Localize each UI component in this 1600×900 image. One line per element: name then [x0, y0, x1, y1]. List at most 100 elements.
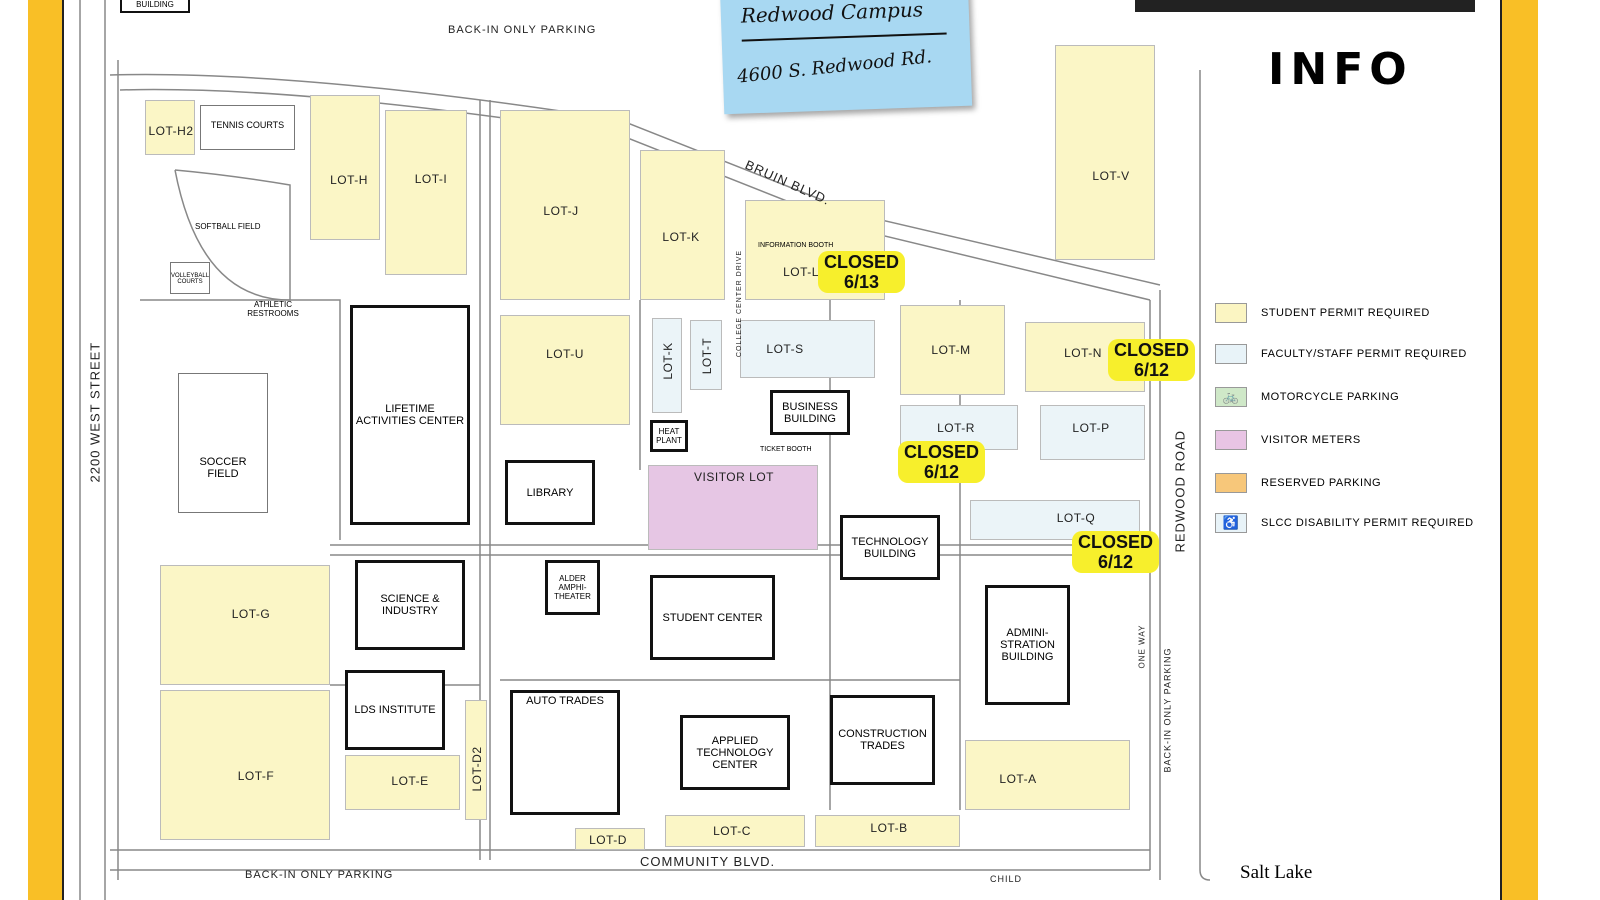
- legend-motorcycle: 🚲MOTORCYCLE PARKING: [1215, 387, 1399, 407]
- lot-label: LOT-B: [870, 821, 908, 835]
- legend-label: RESERVED PARKING: [1261, 477, 1382, 489]
- child-label: CHILD: [990, 874, 1023, 884]
- lot-label: LOT-R: [937, 421, 975, 435]
- lot-i[interactable]: LOT-I: [385, 110, 467, 275]
- auto-trades[interactable]: AUTO TRADES: [510, 690, 620, 815]
- legend-disability: ♿ SLCC DISABILITY PERMIT REQUIRED: [1215, 513, 1474, 533]
- legend-faculty: FACULTY/STAFF PERMIT REQUIRED: [1215, 344, 1467, 364]
- science-industry[interactable]: SCIENCE & INDUSTRY: [355, 560, 465, 650]
- lds-institute[interactable]: LDS INSTITUTE: [345, 670, 445, 750]
- lot-c[interactable]: LOT-C: [665, 815, 805, 847]
- lot-h2[interactable]: LOT-H2: [145, 100, 195, 155]
- wheelchair-icon: ♿: [1215, 513, 1247, 533]
- soccer-field: SOCCER FIELD: [178, 373, 268, 513]
- street-2200-west: 2200 WEST STREET: [87, 341, 103, 483]
- closure-status: CLOSED: [1078, 532, 1154, 552]
- business-building[interactable]: BUSINESS BUILDING: [770, 390, 850, 435]
- lot-label: LOT-I: [414, 172, 448, 186]
- administration-building[interactable]: ADMINI-STRATION BUILDING: [985, 585, 1070, 705]
- lot-label: LOT-L: [783, 265, 819, 279]
- legend-swatch: [1215, 344, 1247, 364]
- legend-label: SLCC DISABILITY PERMIT REQUIRED: [1261, 517, 1474, 529]
- closure-date: 6/13: [843, 272, 880, 292]
- legend-label: STUDENT PERMIT REQUIRED: [1261, 307, 1430, 319]
- lot-f[interactable]: LOT-F: [160, 690, 330, 840]
- applied-technology-center[interactable]: APPLIED TECHNOLOGY CENTER: [680, 715, 790, 790]
- title-partial-graphic: [1135, 0, 1475, 12]
- volleyball-courts: VOLLEYBALL COURTS: [170, 262, 210, 294]
- lot-t[interactable]: LOT-T: [690, 320, 722, 390]
- lot-q[interactable]: LOT-Q: [970, 500, 1140, 540]
- legend-swatch: [1215, 303, 1247, 323]
- lot-u[interactable]: LOT-U: [500, 315, 630, 425]
- yellow-frame-left: [28, 0, 64, 900]
- lot-label: LOT-U: [546, 347, 584, 361]
- lot-label: LOT-D2: [470, 746, 484, 792]
- lot-b[interactable]: LOT-B: [815, 815, 960, 847]
- lot-s[interactable]: LOT-S: [740, 320, 875, 378]
- construction-trades[interactable]: CONSTRUCTION TRADES: [830, 695, 935, 785]
- technology-building[interactable]: TECHNOLOGY BUILDING: [840, 515, 940, 580]
- street-redwood-road: REDWOOD ROAD: [1172, 430, 1188, 553]
- lot-label: LOT-N: [1064, 346, 1102, 360]
- lot-d[interactable]: LOT-D: [575, 828, 645, 850]
- note-address: 4600 S. Redwood Rd.: [736, 46, 933, 88]
- lot-label: LOT-H: [330, 173, 368, 187]
- lot-label: LOT-E: [391, 774, 429, 788]
- athletic-restrooms: ATHLETIC RESTROOMS: [247, 300, 299, 318]
- information-booth: INFORMATION BOOTH: [758, 242, 834, 249]
- closure-date: 6/12: [1133, 360, 1170, 380]
- closure-date: 6/12: [923, 462, 960, 482]
- legend-label: MOTORCYCLE PARKING: [1261, 391, 1400, 403]
- backin-label-right: BACK-IN ONLY PARKING: [1162, 647, 1173, 773]
- lot-label: LOT-A: [999, 772, 1037, 786]
- lot-label: LOT-J: [543, 204, 579, 218]
- library[interactable]: LIBRARY: [505, 460, 595, 525]
- info-title: INFO: [1268, 44, 1413, 95]
- lot-g[interactable]: LOT-G: [160, 565, 330, 685]
- lot-k[interactable]: LOT-K: [640, 150, 725, 300]
- lot-h[interactable]: LOT-H: [310, 95, 380, 240]
- lot-label: LOT-H2: [148, 124, 194, 138]
- lot-k-small[interactable]: LOT-K: [652, 318, 682, 413]
- yellow-frame-right: [1500, 0, 1538, 900]
- street-college-center-drive: COLLEGE CENTER DRIVE: [736, 249, 744, 358]
- legend-swatch: [1215, 473, 1247, 493]
- student-center[interactable]: STUDENT CENTER: [650, 575, 775, 660]
- lot-label: LOT-V: [1092, 169, 1130, 183]
- lot-label: VISITOR LOT: [694, 470, 774, 484]
- ticket-booth: TICKET BOOTH: [760, 446, 812, 453]
- legend-visitor: VISITOR METERS: [1215, 430, 1361, 450]
- lot-a[interactable]: LOT-A: [965, 740, 1130, 810]
- closure-date: 6/12: [1097, 552, 1134, 572]
- legend-label: VISITOR METERS: [1261, 434, 1361, 446]
- lot-v[interactable]: LOT-V: [1055, 45, 1155, 260]
- lot-j[interactable]: LOT-J: [500, 110, 630, 300]
- closure-status: CLOSED: [904, 442, 980, 462]
- legend-swatch: [1215, 430, 1247, 450]
- legend-label: FACULTY/STAFF PERMIT REQUIRED: [1261, 348, 1467, 360]
- sticky-note: Redwood Campus 4600 S. Redwood Rd.: [719, 0, 973, 115]
- slcc-logo-text: Salt Lake: [1240, 862, 1313, 883]
- note-title: Redwood Campus: [740, 0, 924, 28]
- visitor-lot[interactable]: VISITOR LOT: [648, 465, 818, 550]
- lot-label: LOT-T: [700, 337, 714, 375]
- heat-plant[interactable]: HEAT PLANT: [650, 420, 688, 452]
- lot-e[interactable]: LOT-E: [345, 755, 460, 810]
- alder-amphitheater[interactable]: ALDER AMPHI-THEATER: [545, 560, 600, 615]
- backin-label-top: BACK-IN ONLY PARKING: [448, 24, 597, 36]
- top-building-partial: BUILDING: [120, 0, 190, 13]
- lot-d2[interactable]: LOT-D2: [465, 700, 487, 820]
- tennis-courts: TENNIS COURTS: [200, 105, 295, 150]
- lot-p[interactable]: LOT-P: [1040, 405, 1145, 460]
- lot-label: LOT-Q: [1056, 511, 1096, 525]
- lot-m[interactable]: LOT-M: [900, 305, 1005, 395]
- legend-reserved: RESERVED PARKING: [1215, 473, 1381, 493]
- lifetime-activities-center[interactable]: LIFETIME ACTIVITIES CENTER: [350, 305, 470, 525]
- lot-label: LOT-C: [713, 824, 751, 838]
- lot-label: LOT-D: [589, 833, 627, 847]
- lot-label: LOT-F: [237, 769, 275, 783]
